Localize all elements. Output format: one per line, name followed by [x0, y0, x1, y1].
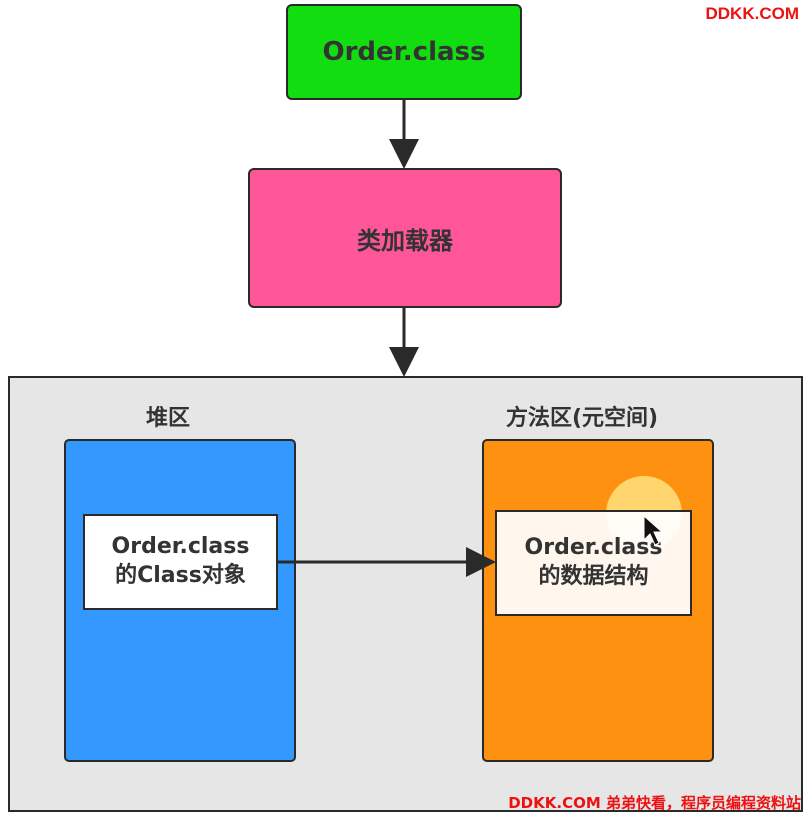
mouse-pointer-icon [643, 514, 664, 546]
data-structure-box: Order.class 的数据结构 [495, 510, 692, 616]
order-class-label: Order.class [322, 37, 486, 67]
class-object-line-1: Order.class [111, 534, 250, 560]
data-structure-line-1: Order.class [524, 535, 663, 561]
order-class-node: Order.class [286, 4, 522, 100]
class-object-box: Order.class 的Class对象 [83, 514, 278, 610]
method-area-title: 方法区(元空间) [506, 406, 659, 431]
class-object-line-2: 的Class对象 [115, 563, 246, 588]
watermark-top: DDKK.COM [705, 4, 800, 23]
class-loader-label: 类加载器 [357, 226, 453, 255]
heap-title: 堆区 [146, 406, 191, 431]
class-loader-node: 类加载器 [248, 168, 562, 308]
data-structure-line-2: 的数据结构 [538, 564, 649, 589]
watermark-bottom: DDKK.COM 弟弟快看，程序员编程资料站 [508, 794, 801, 812]
